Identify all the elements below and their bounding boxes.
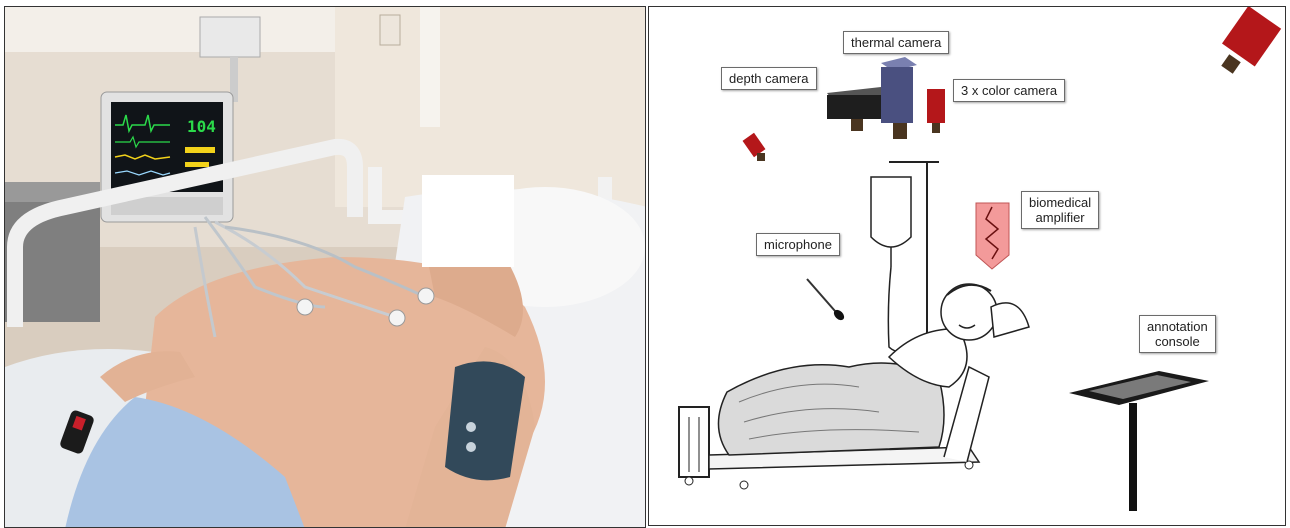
sensor-setup-diagram: thermal camera depth camera 3 x color ca… <box>648 6 1286 526</box>
photo-illustration: 104 <box>5 7 646 528</box>
label-biomedical-text: biomedical <box>1029 195 1091 210</box>
label-depth-camera: depth camera <box>721 67 817 90</box>
label-thermal-camera-text: thermal camera <box>851 35 941 50</box>
label-annotation-console: annotation console <box>1139 315 1216 353</box>
patient-drawing-icon <box>718 284 1029 455</box>
label-color-camera: 3 x color camera <box>953 79 1065 102</box>
label-annotation-text: annotation <box>1147 319 1208 334</box>
label-console-text: console <box>1147 334 1208 349</box>
label-thermal-camera: thermal camera <box>843 31 949 54</box>
heart-rate-readout: 104 <box>187 117 216 136</box>
patient-photo: 104 <box>4 6 646 528</box>
label-depth-camera-text: depth camera <box>729 71 809 86</box>
color-camera-right-icon <box>1221 7 1281 74</box>
depth-camera-icon <box>827 87 887 131</box>
label-amplifier-text: amplifier <box>1029 210 1091 225</box>
thermal-camera-icon <box>881 57 917 139</box>
biomedical-amplifier-icon <box>976 203 1009 269</box>
label-biomedical-amplifier: biomedical amplifier <box>1021 191 1099 229</box>
label-microphone: microphone <box>756 233 840 256</box>
annotation-console-icon <box>1069 371 1209 511</box>
color-camera-left-icon <box>743 133 766 161</box>
face-blur-box <box>422 175 514 267</box>
label-color-camera-text: 3 x color camera <box>961 83 1057 98</box>
color-camera-icon <box>927 89 945 133</box>
label-microphone-text: microphone <box>764 237 832 252</box>
microphone-icon <box>807 279 846 322</box>
